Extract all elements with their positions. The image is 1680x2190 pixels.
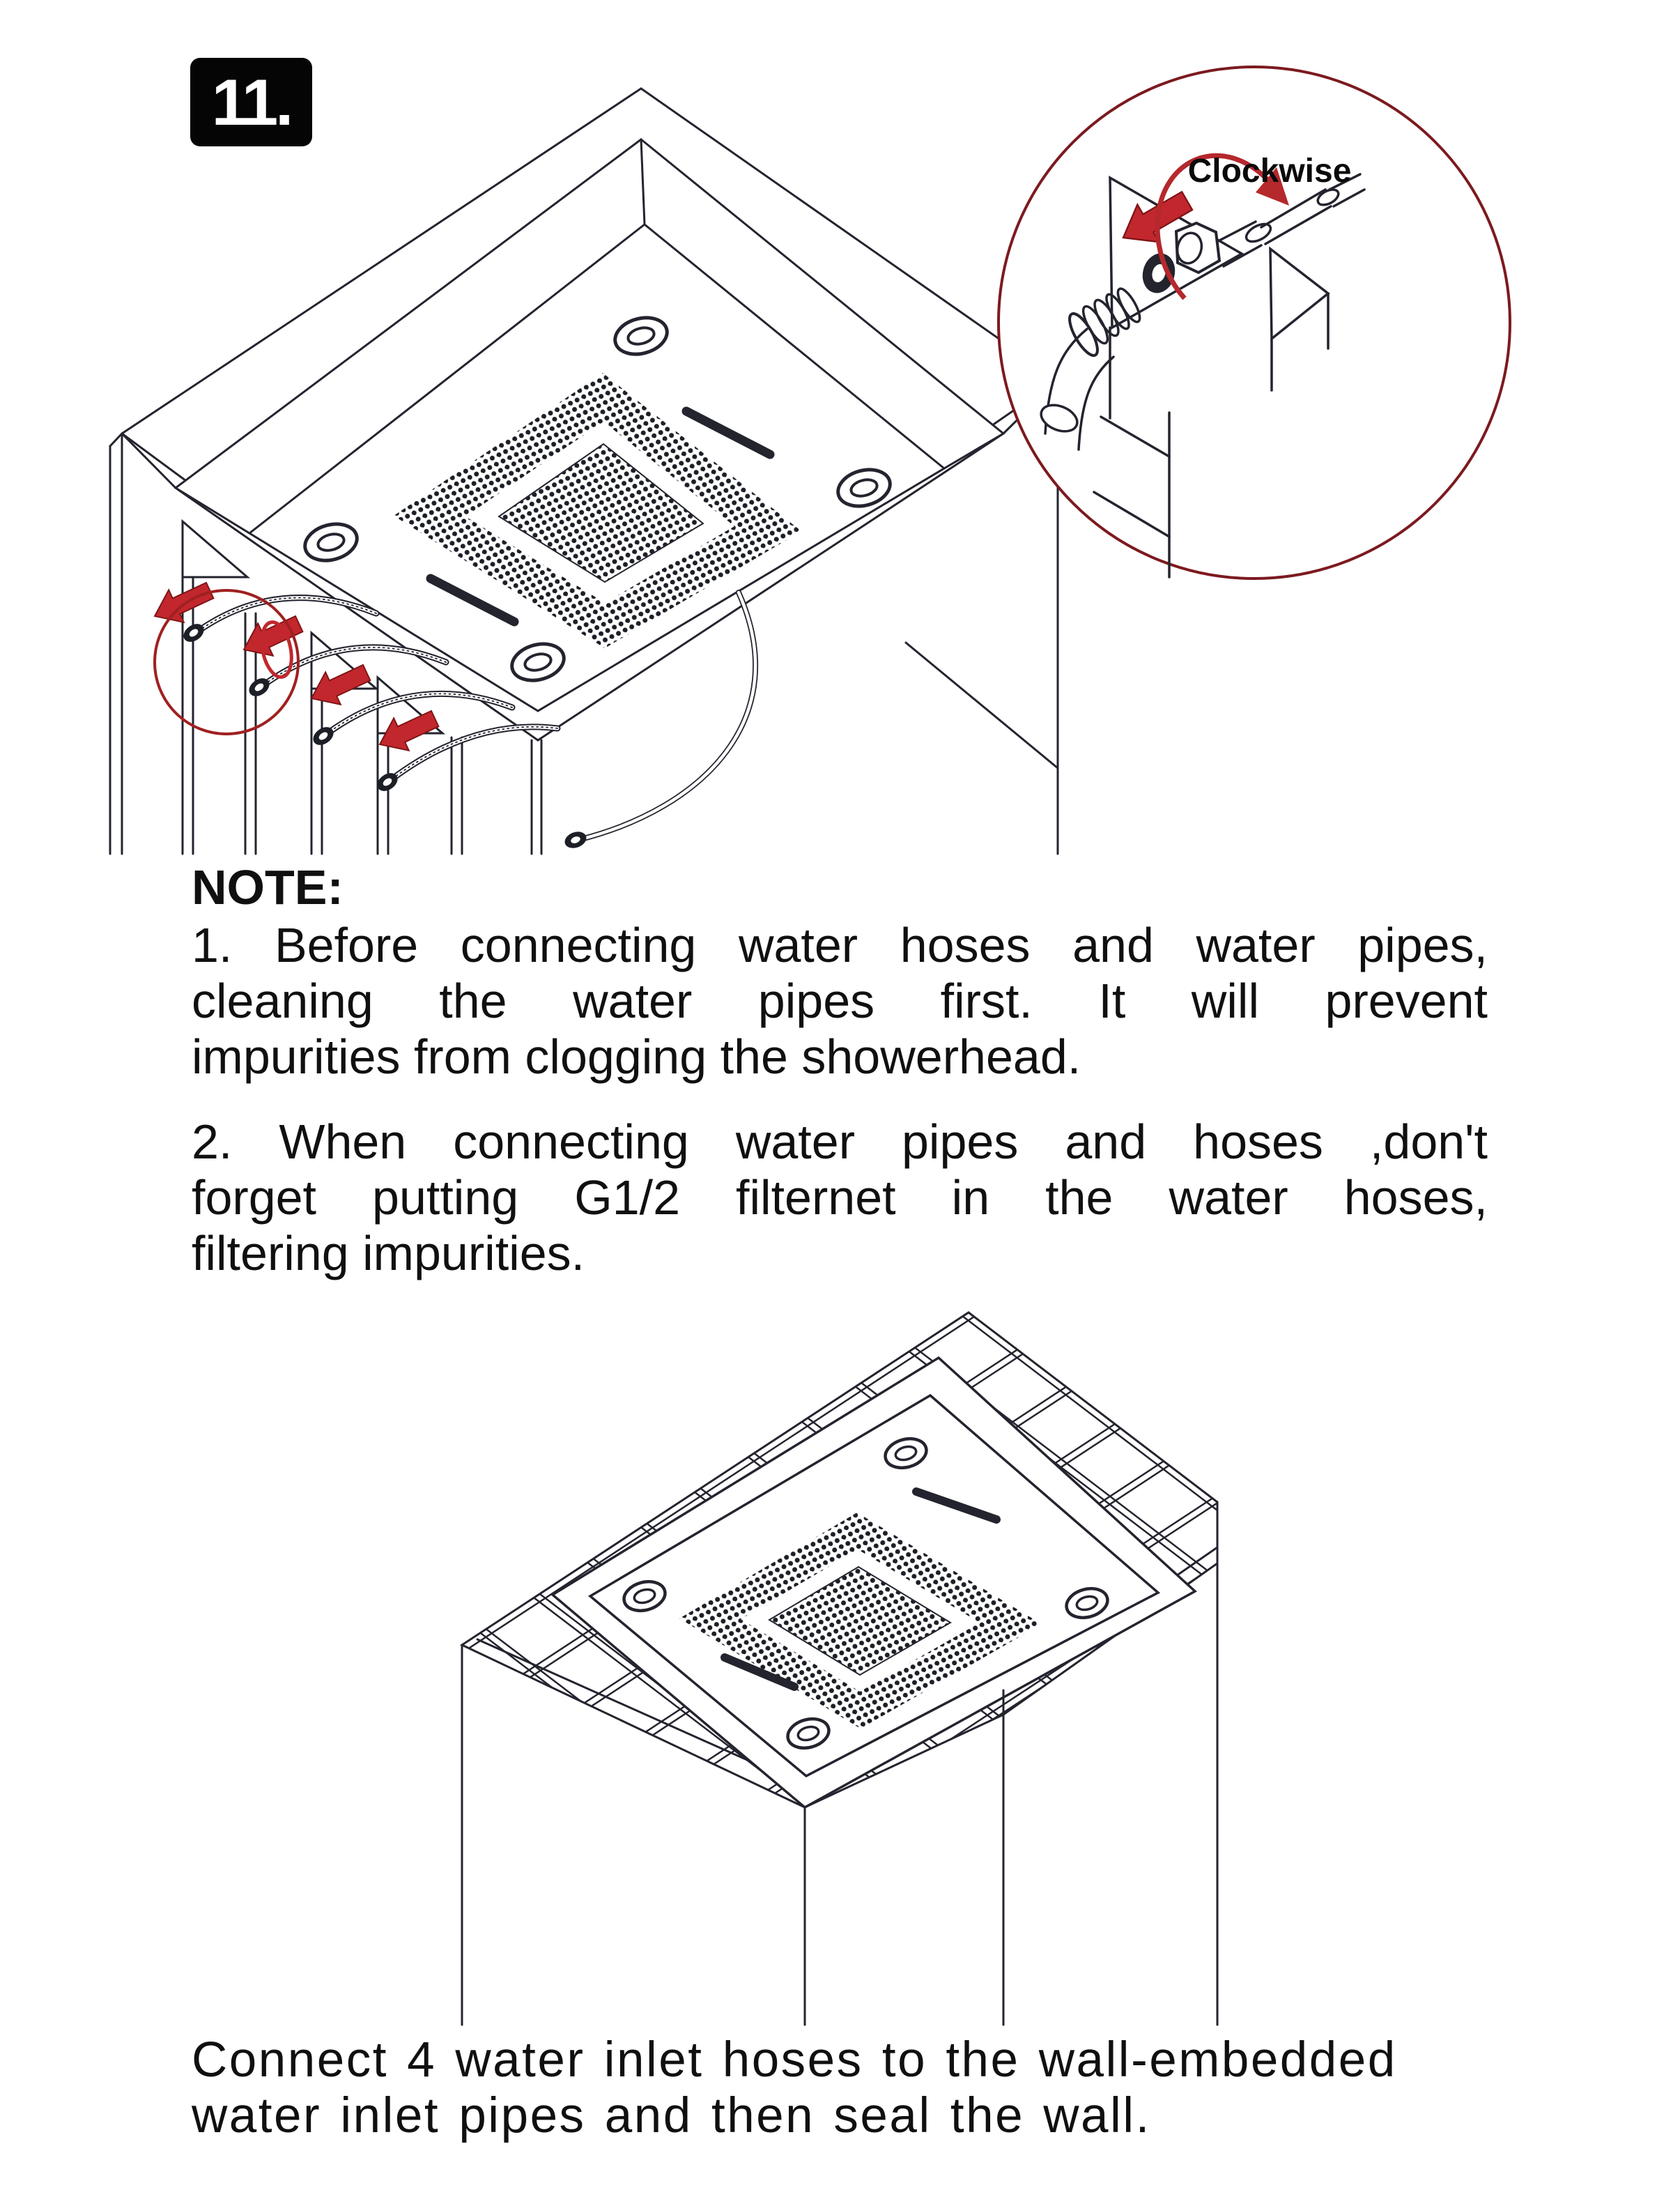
drawing-shower-panel-hoses	[109, 87, 1059, 855]
caption: Connect 4 water inlet hoses to the wall-…	[192, 2032, 1488, 2144]
note-line: filtering impurities.	[192, 1226, 585, 1280]
hose-fittings	[183, 624, 587, 848]
step-number: 11.	[211, 65, 293, 139]
spray-nozzle-field-2	[679, 1487, 1042, 1729]
note-line: cleaning the water pipes first. It will …	[192, 974, 1488, 1028]
drawing-tiled-ceiling-panel	[459, 1311, 1219, 2026]
note-paragraph-2: 2. When connecting water pipes and hoses…	[192, 1114, 1488, 1281]
note-heading: NOTE:	[192, 860, 344, 914]
clockwise-detail-inset	[997, 66, 1511, 580]
note-paragraph-1: 1. Before connecting water hoses and wat…	[192, 917, 1488, 1085]
panel-screws	[303, 316, 892, 682]
spray-nozzle-field	[394, 373, 801, 648]
rotation-arc	[1155, 153, 1272, 300]
panel-screws-2	[622, 1437, 1109, 1750]
caption-line: water inlet pipes and then seal the wall…	[192, 2088, 1151, 2143]
detail-highlight-circle	[153, 589, 300, 735]
note-line: 2. When connecting water pipes and hoses…	[192, 1115, 1488, 1169]
note-line: 1. Before connecting water hoses and wat…	[192, 918, 1488, 972]
step-number-badge: 11.	[190, 58, 312, 146]
caption-line: Connect 4 water inlet hoses to the wall-…	[192, 2032, 1397, 2088]
clockwise-label: Clockwise	[1187, 153, 1352, 190]
fitting-highlight-ellipse	[260, 620, 293, 679]
rotation-arrowhead	[1256, 167, 1289, 206]
note-line: forget putting G1/2 filternet in the wat…	[192, 1170, 1488, 1225]
note-line: impurities from clogging the showerhead.	[192, 1029, 1081, 1084]
water-inlet-hoses	[195, 590, 759, 843]
